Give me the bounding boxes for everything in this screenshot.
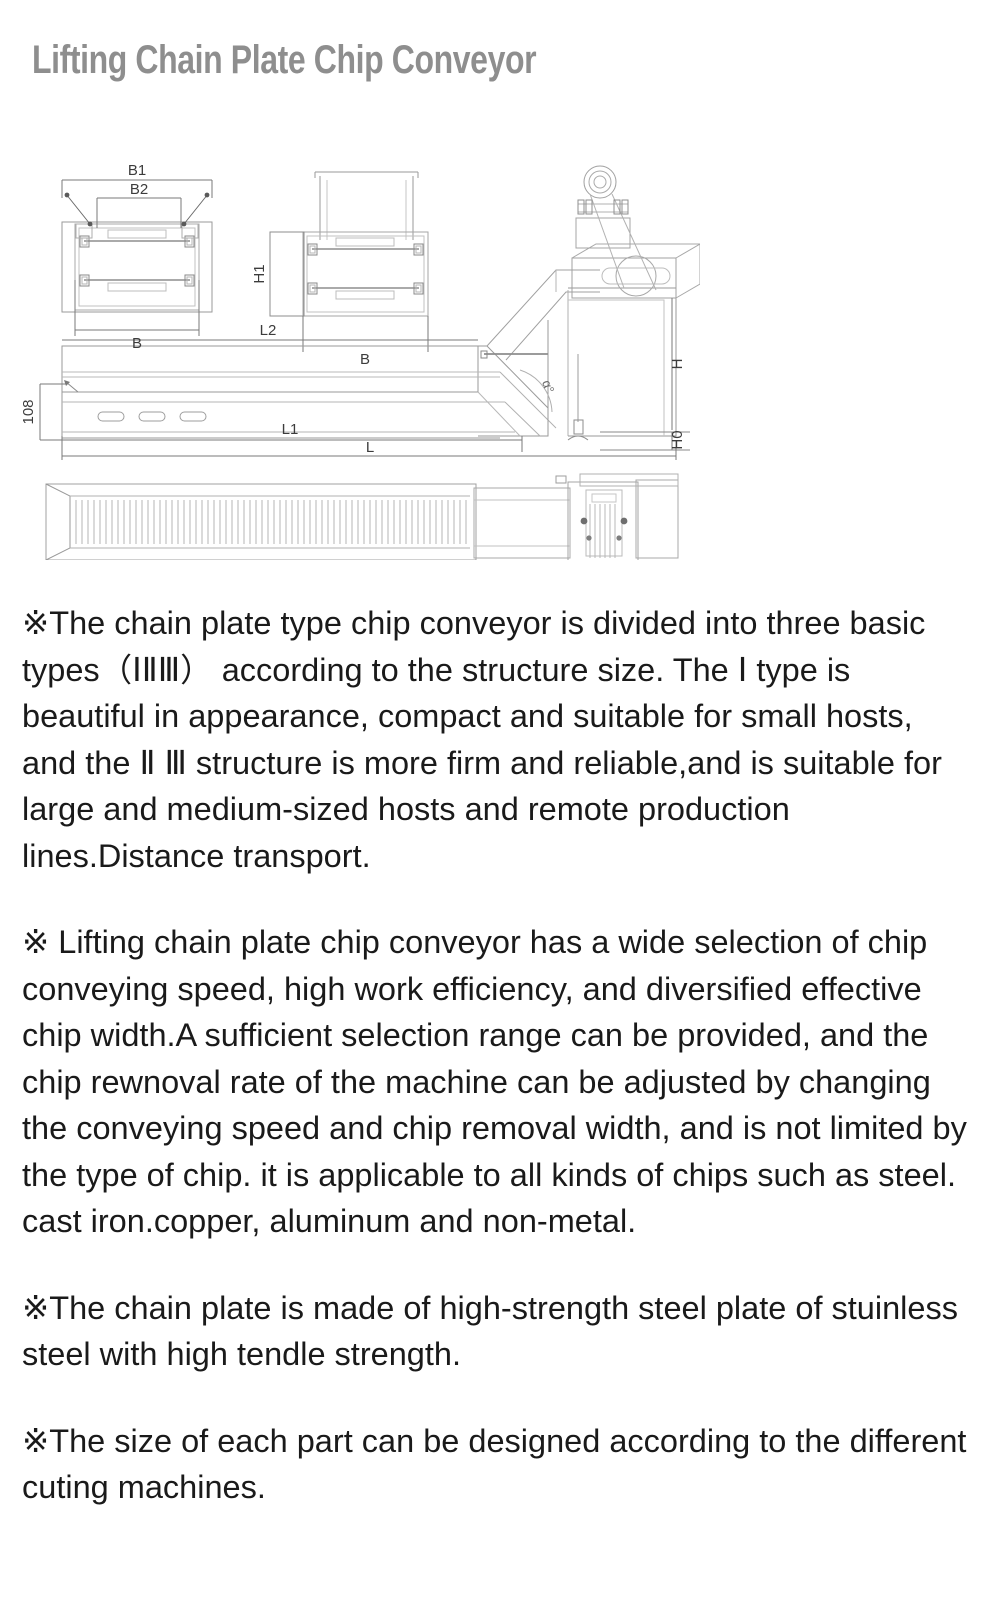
dim-label-l1: L1 [282,421,299,438]
view-front-cross-section-1 [61,179,213,336]
view-front-cross-section-2 [269,171,429,352]
dim-label-angle: α° [539,378,557,395]
dim-label-l: L [366,439,374,456]
dim-label-h: H [669,359,686,370]
description-text: ※The chain plate type chip conveyor is d… [22,600,974,1511]
view-side-elevation [39,165,700,460]
paragraph-chain-plate-material: ※The chain plate is made of high‑strengt… [22,1289,958,1373]
technical-drawing: B1 B2 B B H1 L2 L1 L 108 H H0 α° [0,140,700,560]
view-top-plan [45,473,679,560]
dim-label-b2: B2 [130,181,148,198]
dim-label-h1: H1 [251,264,268,283]
paragraph-speed-and-materials: ※ Lifting chain plate chip conveyor has … [22,924,967,1239]
dim-label-b1: B1 [128,162,146,179]
page-title: Lifting Chain Plate Chip Conveyor [32,38,537,82]
dim-label-108: 108 [20,399,37,424]
dim-label-h0: H0 [669,430,686,449]
dim-label-b-mid: B [360,351,370,368]
paragraph-custom-sizing: ※The size of each part can be designed a… [22,1422,967,1506]
dim-label-b-left: B [132,335,142,352]
paragraph-structure-types: ※The chain plate type chip conveyor is d… [22,605,942,874]
dim-label-l2: L2 [260,322,277,339]
